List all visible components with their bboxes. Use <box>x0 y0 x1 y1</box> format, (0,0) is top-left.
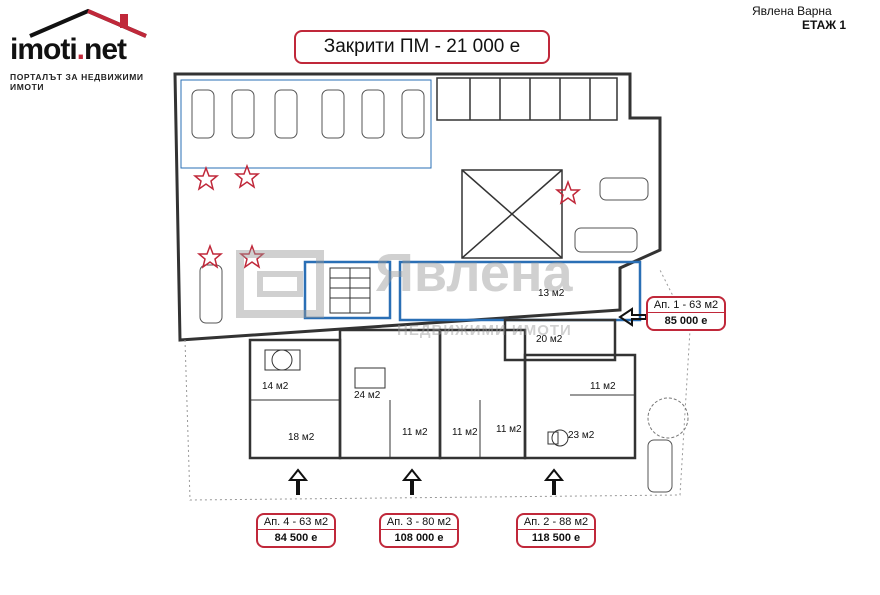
entry-arrows <box>287 307 647 495</box>
apartment-label: Ап. 3 - 80 м2 <box>381 515 457 530</box>
apartment-4-price-box: Ап. 4 - 63 м2 84 500 е <box>256 513 336 548</box>
apartment-price: 108 000 е <box>394 532 444 544</box>
room-label: 24 м2 <box>354 390 381 401</box>
closed-parking-price-box: Закрити ПМ - 21 000 е <box>294 30 550 64</box>
apartment-label: Ап. 4 - 63 м2 <box>258 515 334 530</box>
logo-tagline: ПОРТАЛЪТ ЗА НЕДВИЖИМИ ИМОТИ <box>10 72 144 92</box>
fire-stars <box>192 163 582 269</box>
apartment-label: Ап. 2 - 88 м2 <box>518 515 594 530</box>
room-label: 14 м2 <box>262 381 289 392</box>
agency-name: Явлена Варна <box>752 4 832 18</box>
logo[interactable]: imoti.net ПОРТАЛЪТ ЗА НЕДВИЖИМИ ИМОТИ <box>0 0 170 92</box>
parking-cars <box>191 89 649 324</box>
room-label: 11 м2 <box>590 381 616 392</box>
apartment-1-price-box: Ап. 1 - 63 м2 85 000 е <box>646 296 726 331</box>
floor-label: ЕТАЖ 1 <box>802 18 847 32</box>
watermark-sub: НЕДВИЖИМИ ИМОТИ <box>397 322 572 339</box>
watermark-icon <box>236 250 324 318</box>
watermark-main: Явлена <box>375 243 573 303</box>
room-label: 11 м2 <box>452 427 478 438</box>
apartment-price: 85 000 е <box>664 315 708 327</box>
room-label: 13 м2 <box>538 288 565 299</box>
apartment-2-price-box: Ап. 2 - 88 м2 118 500 е <box>516 513 596 548</box>
apartment-price: 118 500 е <box>531 532 581 544</box>
room-label: 20 м2 <box>536 334 563 345</box>
apartment-label: Ап. 1 - 63 м2 <box>648 298 724 313</box>
apartment-3-price-box: Ап. 3 - 80 м2 108 000 е <box>379 513 459 548</box>
room-label: 18 м2 <box>288 432 315 443</box>
room-label: 11 м2 <box>496 424 522 435</box>
house-roof-icon <box>29 8 147 38</box>
room-label: 23 м2 <box>568 430 595 441</box>
room-label: 11 м2 <box>402 427 428 438</box>
logo-wordmark: imoti.net <box>10 33 127 66</box>
watermark-logo: Явлена НЕДВИЖИМИ ИМОТИ <box>235 238 655 348</box>
apartment-price: 84 500 е <box>274 532 318 544</box>
